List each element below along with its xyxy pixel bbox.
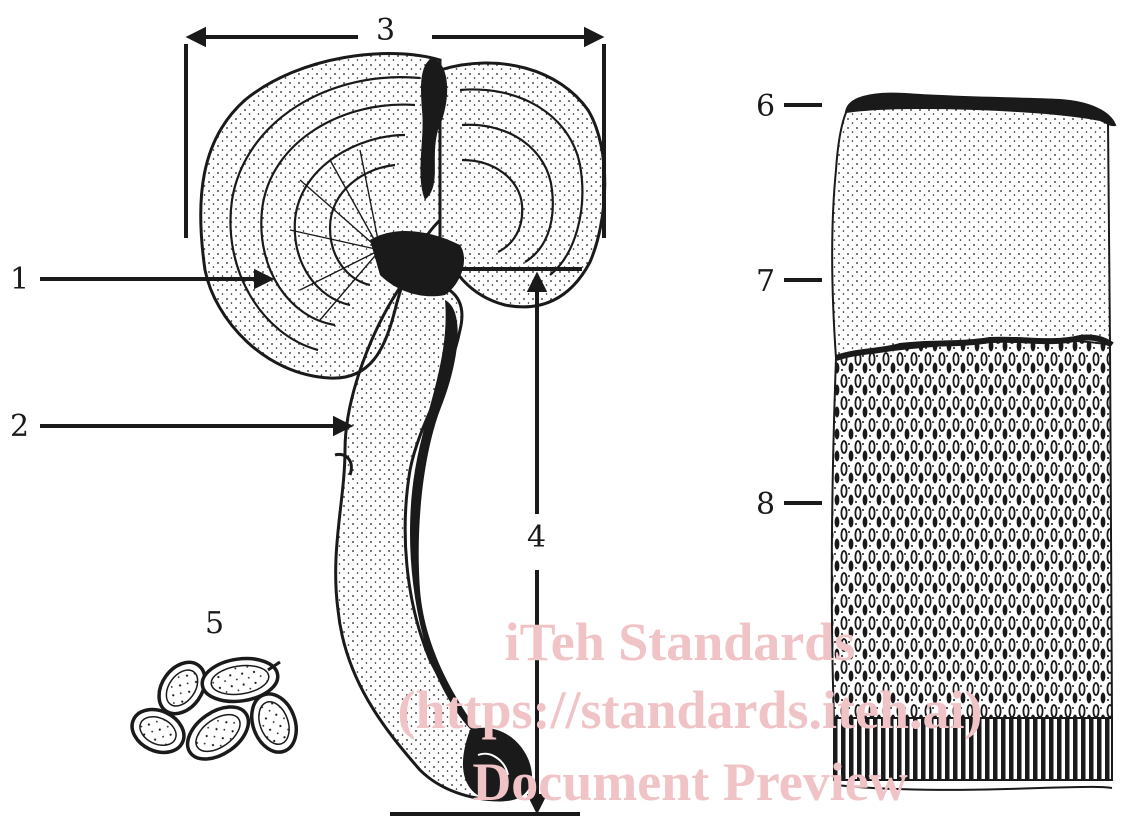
- tube-layer: [832, 340, 1112, 720]
- label-3: 3: [376, 13, 395, 48]
- context-layer: [832, 101, 1110, 358]
- watermark-line-2: (https://standards.iteh.ai): [397, 680, 982, 740]
- arrowhead-3-right: [586, 30, 600, 44]
- label-4: 4: [527, 520, 546, 555]
- spores: [125, 654, 304, 770]
- watermark-line-1: iTeh Standards: [505, 612, 856, 672]
- watermark-line-3: Document Preview: [472, 752, 907, 812]
- label-1: 1: [10, 262, 29, 297]
- label-6: 6: [756, 89, 775, 124]
- label-2: 2: [10, 409, 29, 444]
- label-7: 7: [756, 264, 775, 299]
- label-8: 8: [756, 487, 775, 522]
- label-5: 5: [205, 606, 224, 641]
- arrowhead-3-left: [190, 30, 204, 44]
